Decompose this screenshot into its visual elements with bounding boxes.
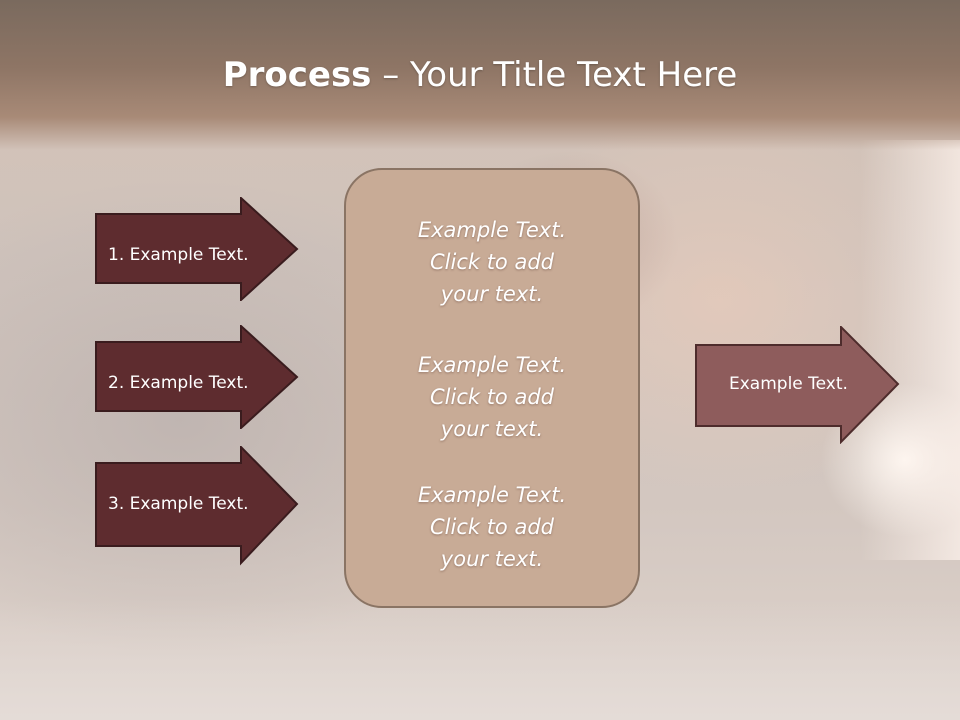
block-1-line-2: Click to add xyxy=(429,250,554,274)
slide-title[interactable]: Process – Your Title Text Here xyxy=(0,52,960,98)
title-bold-part: Process xyxy=(222,55,372,95)
left-arrow-2[interactable]: 2. Example Text. xyxy=(95,325,300,429)
left-arrow-2-label: 2. Example Text. xyxy=(108,373,249,393)
block-3-line-2: Click to add xyxy=(429,515,554,539)
background-bottom-fade xyxy=(0,600,960,720)
arrow-shape xyxy=(95,325,299,429)
left-arrow-3-label: 3. Example Text. xyxy=(108,494,249,514)
arrow-shape xyxy=(95,197,299,301)
block-2-line-3: your text. xyxy=(440,417,544,441)
center-text-block-1: Example Text. Click to add your text. xyxy=(346,214,638,310)
block-2-line-2: Click to add xyxy=(429,385,554,409)
right-arrow-label: Example Text. xyxy=(729,374,848,394)
block-2-line-1: Example Text. xyxy=(417,353,567,377)
background-light-panel xyxy=(860,140,960,560)
block-1-line-1: Example Text. xyxy=(417,218,567,242)
center-text-block-3: Example Text. Click to add your text. xyxy=(346,479,638,575)
center-text-block-2: Example Text. Click to add your text. xyxy=(346,349,638,445)
block-3-line-1: Example Text. xyxy=(417,483,567,507)
left-arrow-1[interactable]: 1. Example Text. xyxy=(95,197,300,301)
title-band xyxy=(0,0,960,150)
arrow-shape xyxy=(695,326,900,444)
block-1-line-3: your text. xyxy=(440,282,544,306)
left-arrow-1-label: 1. Example Text. xyxy=(108,245,249,265)
right-arrow[interactable]: Example Text. xyxy=(695,326,901,444)
center-text-box[interactable]: Example Text. Click to add your text. Ex… xyxy=(344,168,640,608)
left-arrow-3[interactable]: 3. Example Text. xyxy=(95,446,300,566)
block-3-line-3: your text. xyxy=(440,547,544,571)
arrow-shape xyxy=(95,446,299,566)
title-rest-part: – Your Title Text Here xyxy=(371,55,738,95)
